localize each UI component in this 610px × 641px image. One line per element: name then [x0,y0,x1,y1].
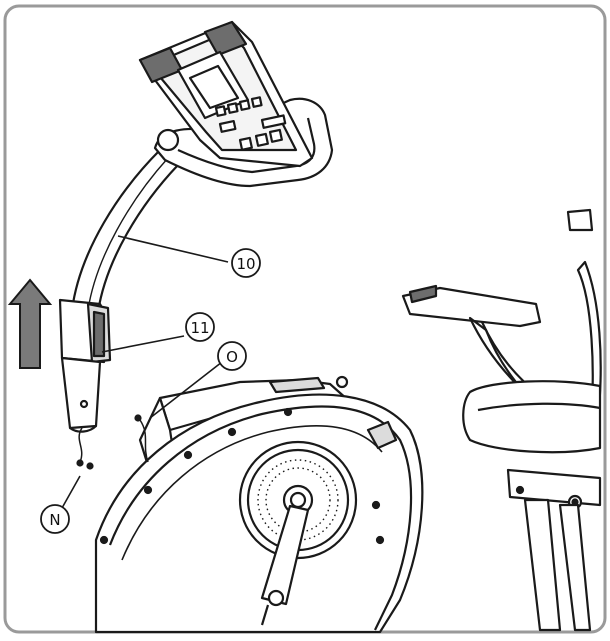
clamp-bracket [58,298,112,470]
seat-assembly [401,208,602,632]
main-frame [94,375,424,634]
callout-n: N [40,504,70,534]
console-assembly [138,20,334,188]
callout-n-label: N [49,511,60,529]
up-arrow-icon [7,278,53,369]
callout-o: O [217,341,247,371]
callout-o-label: O [226,348,238,366]
leader-lines [61,235,229,509]
callout-11: 11 [185,312,215,342]
callout-10-label: 10 [236,255,255,273]
callout-11-label: 11 [190,319,209,337]
callout-10: 10 [231,248,261,278]
